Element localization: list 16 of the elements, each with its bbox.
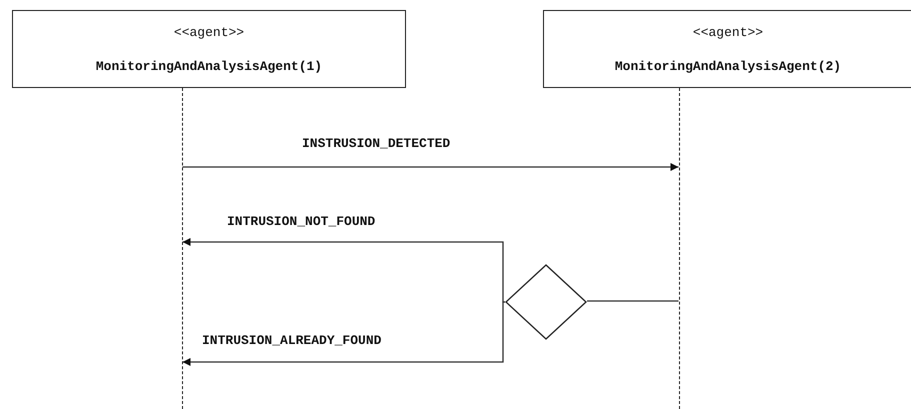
agent-name: MonitoringAndAnalysisAgent(1) — [96, 58, 322, 74]
message-arrow — [182, 301, 506, 366]
decision-diamond — [505, 264, 587, 340]
agent-name: MonitoringAndAnalysisAgent(2) — [614, 58, 842, 74]
message-label: INTRUSION_NOT_FOUND — [225, 214, 378, 229]
message-label: INSTRUSION_DETECTED — [300, 136, 452, 151]
message-arrow — [182, 163, 678, 171]
stereotype-label: <<agent>> — [692, 24, 764, 40]
message-arrow — [182, 238, 506, 303]
lifeline — [679, 88, 680, 409]
connector-line — [587, 300, 678, 302]
agent-box — [543, 10, 911, 88]
agent-box — [12, 10, 406, 88]
lifeline — [182, 88, 183, 409]
stereotype-label: <<agent>> — [174, 24, 244, 40]
message-label: INTRUSION_ALREADY_FOUND — [200, 333, 384, 348]
